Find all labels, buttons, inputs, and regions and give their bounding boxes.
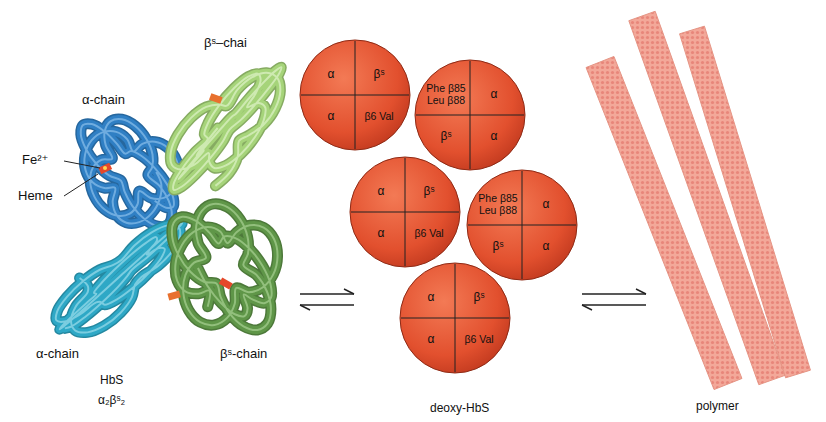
subunit-label: β6 Val <box>364 111 393 123</box>
subunit-label: βˢ <box>493 240 504 253</box>
caption-label: deoxy-HbS <box>430 400 489 416</box>
circle-outline <box>414 59 526 171</box>
subunit-label: Phe β85 Leu β88 <box>424 83 468 106</box>
subunit-label: βˢ <box>441 130 452 143</box>
subunit-label: βˢ <box>424 185 435 198</box>
chain-ribbon <box>81 119 179 226</box>
subunit-circle: Phe β85 Leu β88 α βˢ α <box>466 169 578 281</box>
circle-outline <box>299 39 411 151</box>
caption-label: polymer <box>696 398 739 414</box>
chain-ribbon <box>56 223 183 332</box>
heme-group <box>98 93 232 300</box>
subunit-label: α <box>378 185 385 198</box>
subunit-circle: α βˢ α β6 Val <box>399 262 511 374</box>
circle-outline <box>466 169 578 281</box>
chain-ribbon <box>81 119 179 226</box>
subunit-label: β6 Val <box>414 228 443 240</box>
chain-ribbon <box>170 67 281 190</box>
part-label: Fe²⁺ <box>22 152 48 168</box>
polymer-fiber <box>680 26 811 378</box>
subunit-label: β6 Val <box>464 334 493 346</box>
circle-outline <box>399 262 511 374</box>
ribbon-highlight <box>81 119 179 226</box>
subunit-label: α <box>491 88 498 101</box>
subunit-label: βˢ <box>474 291 485 304</box>
subunit-circle: Phe β85 Leu β88 α βˢ α <box>414 59 526 171</box>
subunit-circle: α βˢ α β6 Val <box>299 39 411 151</box>
part-label: α₂βˢ₂ <box>98 392 125 408</box>
part-label: α-chain <box>82 92 125 108</box>
part-label: α-chain <box>36 346 79 362</box>
part-label: Heme <box>18 188 53 204</box>
subunit-label: α <box>378 227 385 240</box>
part-label: HbS <box>100 372 123 388</box>
chain-ribbon <box>170 67 281 190</box>
ribbon-highlight <box>170 67 281 190</box>
leader-line <box>64 161 100 168</box>
ribbon-highlight <box>172 204 278 330</box>
subunit-circle: α βˢ α β6 Val <box>349 156 461 268</box>
part-label: βˢ–chai <box>204 35 247 51</box>
subunit-label: α <box>543 240 550 253</box>
part-label: βˢ-chain <box>220 346 267 362</box>
subunit-label: α <box>328 110 335 123</box>
subunit-label: α <box>328 68 335 81</box>
subunit-label: α <box>428 333 435 346</box>
subunit-label: α <box>491 130 498 143</box>
subunit-label: βˢ <box>374 68 385 81</box>
chain-ribbon <box>172 204 278 330</box>
ribbon-highlight <box>56 223 183 332</box>
polymer-fibers <box>586 11 810 389</box>
circle-outline <box>349 156 461 268</box>
leader-line <box>64 174 98 196</box>
chain-ribbon <box>172 204 278 330</box>
subunit-label: α <box>428 291 435 304</box>
subunit-label: Phe β85 Leu β88 <box>476 193 520 216</box>
subunit-label: α <box>543 198 550 211</box>
chain-ribbon <box>56 223 183 332</box>
